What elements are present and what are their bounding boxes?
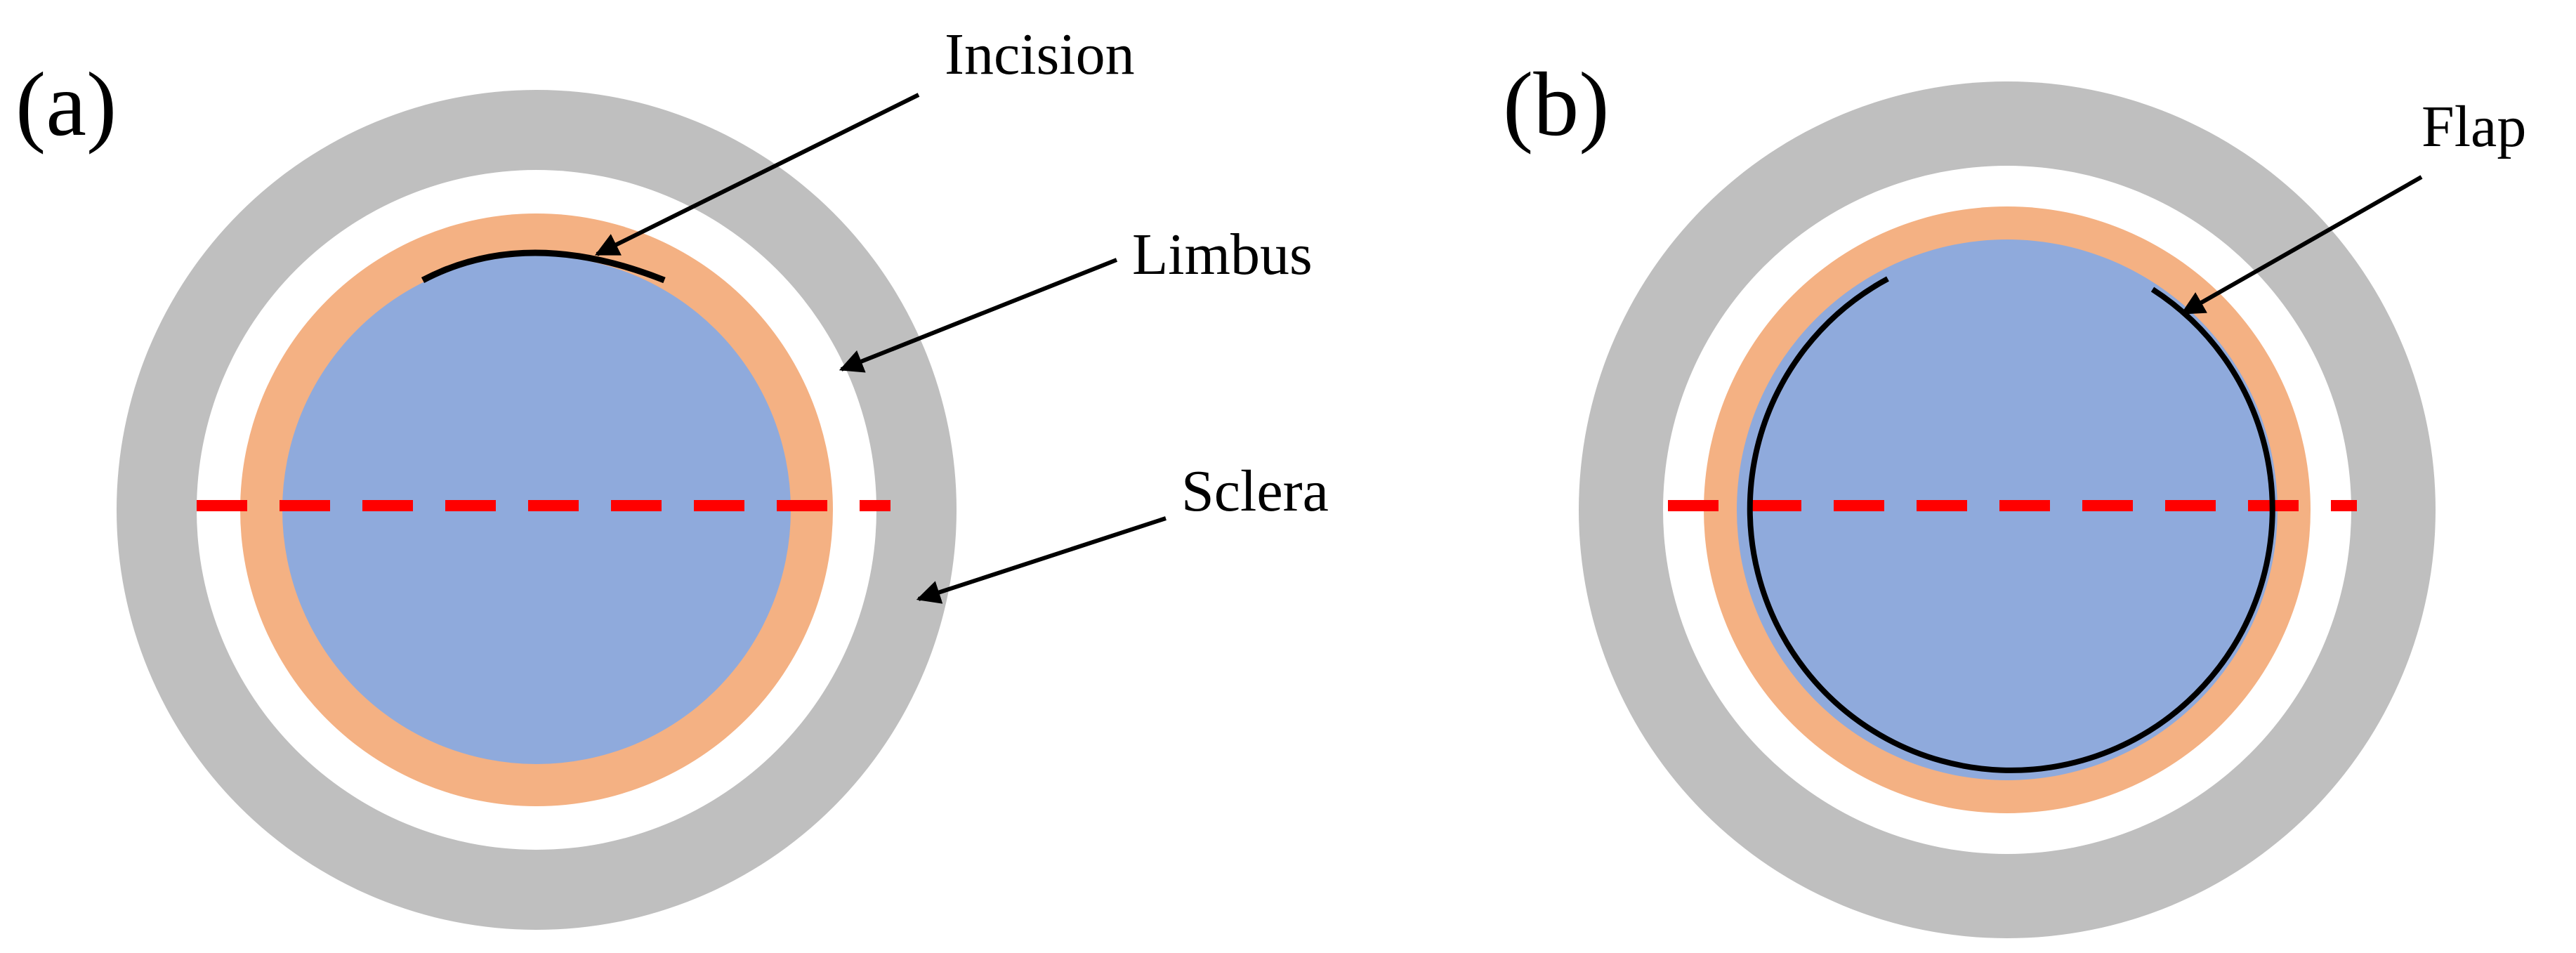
sclera-label: Sclera — [1181, 459, 1329, 524]
panel-b: (b) Flap — [1503, 54, 2526, 938]
incision-arc — [421, 249, 666, 284]
flap-outline — [1747, 276, 2275, 773]
panel-a-label: (a) — [15, 54, 117, 155]
sclera-arrow — [916, 516, 1167, 604]
panel-b-label: (b) — [1503, 54, 1610, 155]
flap-arrow — [2181, 175, 2423, 315]
limbus-label: Limbus — [1132, 222, 1313, 287]
flap-label: Flap — [2421, 94, 2526, 159]
panel-a: (a) Incision Limbus Sclera — [15, 22, 1329, 930]
limbus-arrow — [839, 258, 1118, 373]
incision-arrow — [594, 93, 920, 256]
incision-label: Incision — [945, 22, 1135, 87]
